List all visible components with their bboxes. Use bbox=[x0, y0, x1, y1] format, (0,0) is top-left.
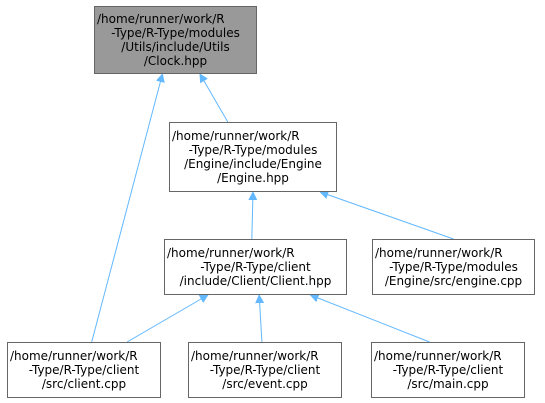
node-label-line: /home/runner/work/R bbox=[375, 246, 503, 260]
node-label-line: /Engine/include/Engine bbox=[184, 157, 322, 171]
node-label-line: -Type/R-Type/client bbox=[392, 363, 504, 377]
node-client-hpp[interactable]: /home/runner/work/R -Type/R-Type/client … bbox=[164, 239, 347, 295]
node-label-line: /src/client.cpp bbox=[41, 377, 127, 391]
node-client-cpp[interactable]: /home/runner/work/R -Type/R-Type/client … bbox=[7, 342, 161, 398]
node-clock-hpp[interactable]: /home/runner/work/R -Type/R-Type/modules… bbox=[94, 6, 257, 74]
node-label-line: -Type/R-Type/modules bbox=[188, 143, 318, 157]
node-engine-cpp[interactable]: /home/runner/work/R -Type/R-Type/modules… bbox=[372, 239, 535, 295]
node-label-line: /Utils/include/Utils bbox=[121, 40, 230, 54]
node-label-line: -Type/R-Type/client bbox=[28, 363, 140, 377]
node-label-line: /home/runner/work/R bbox=[374, 349, 502, 363]
node-label-line: /include/Client/Client.hpp bbox=[179, 274, 332, 288]
node-event-cpp[interactable]: /home/runner/work/R -Type/R-Type/client … bbox=[188, 342, 342, 398]
node-label-line: /home/runner/work/R bbox=[10, 349, 138, 363]
node-label-line: /home/runner/work/R bbox=[97, 12, 225, 26]
node-label-line: -Type/R-Type/client bbox=[200, 260, 311, 274]
node-engine-hpp[interactable]: /home/runner/work/R -Type/R-Type/modules… bbox=[169, 122, 337, 192]
edge-client-cpp-to-clock bbox=[91, 73, 165, 343]
node-label-line: /src/event.cpp bbox=[222, 377, 308, 391]
edge-client-hpp-to-engine-hpp bbox=[248, 191, 258, 240]
node-label-line: /src/main.cpp bbox=[407, 377, 489, 391]
node-main-cpp[interactable]: /home/runner/work/R -Type/R-Type/client … bbox=[371, 342, 525, 398]
edge-client-cpp-to-client-hpp bbox=[126, 294, 209, 343]
node-label-line: -Type/R-Type/client bbox=[209, 363, 321, 377]
node-label-line: -Type/R-Type/modules bbox=[389, 260, 518, 274]
node-label-line: /home/runner/work/R bbox=[191, 349, 319, 363]
node-label-line: /Engine.hpp bbox=[217, 171, 289, 185]
edge-engine-cpp-to-engine-hpp bbox=[319, 190, 454, 240]
node-label-line: /Clock.hpp bbox=[143, 54, 208, 68]
edge-event-cpp-to-client-hpp bbox=[255, 294, 265, 343]
node-label-line: /home/runner/work/R bbox=[167, 246, 295, 260]
node-label-line: -Type/R-Type/modules bbox=[111, 26, 240, 40]
edge-main-cpp-to-client-hpp bbox=[309, 293, 430, 343]
node-label-line: /home/runner/work/R bbox=[172, 129, 300, 143]
node-label-line: /Engine/src/engine.cpp bbox=[384, 274, 523, 288]
edge-engine-hpp-to-clock bbox=[199, 73, 229, 123]
